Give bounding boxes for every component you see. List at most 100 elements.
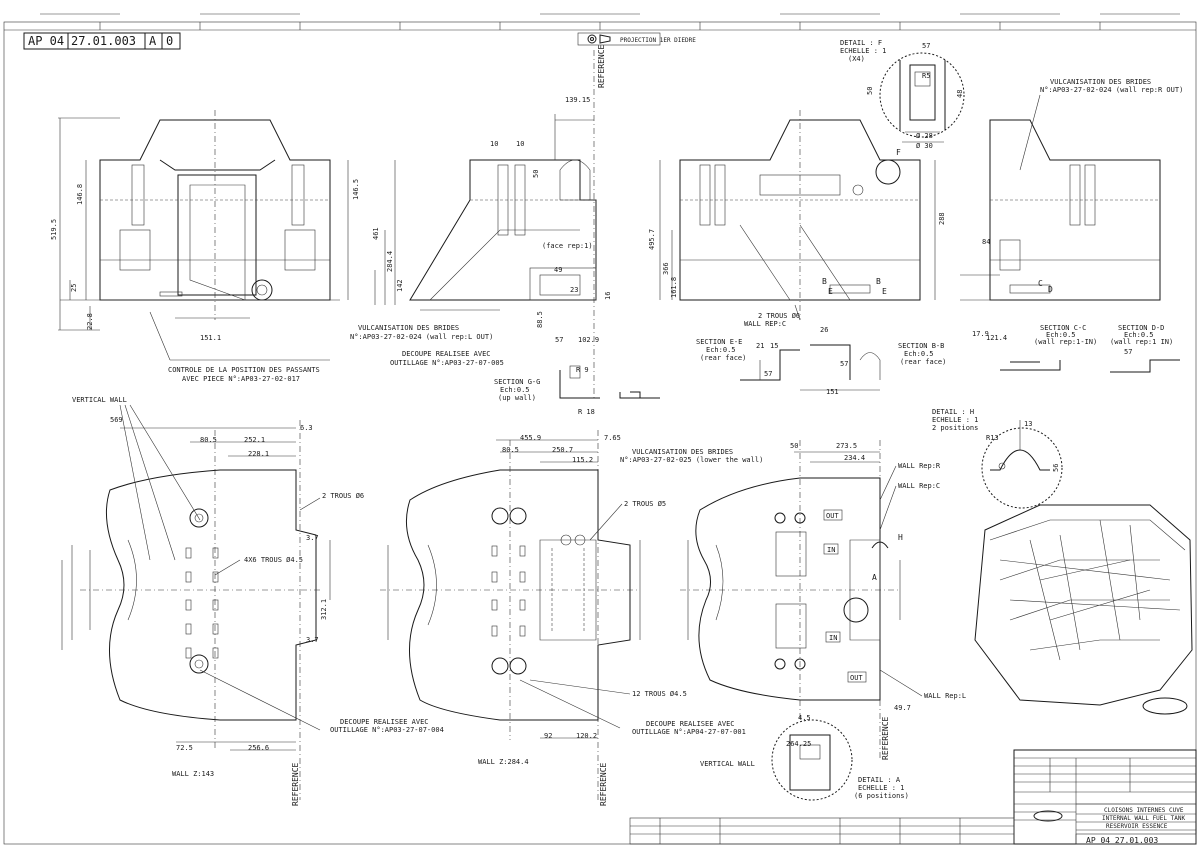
dim-25: 25 bbox=[70, 284, 78, 292]
callout-b-2: B bbox=[876, 277, 881, 286]
section-gg: R 9 R 18 SECTION G-G Ech:0.5 (up wall) bbox=[494, 365, 660, 416]
wall-z284-view: 455.9 80.5 250.7 115.2 7.65 92 120.2 VUL… bbox=[380, 434, 763, 766]
projection-symbol: PROJECTION 1ER DIEDRE bbox=[577, 32, 696, 46]
dim-146-right: 146.5 bbox=[352, 179, 360, 200]
dim-151-left: 151.1 bbox=[200, 334, 221, 342]
dim-57-a: 57 bbox=[555, 336, 563, 344]
detail-h-positions: 2 positions bbox=[932, 424, 978, 432]
section-cc-ech: Ech:0.5 bbox=[1046, 331, 1076, 339]
designation-1: CLOISONS INTERNES CUVE bbox=[1104, 807, 1184, 814]
dim-r5: R5 bbox=[922, 72, 930, 80]
vulc-top-ref: N°:AP03-27-02-024 (wall rep:R OUT) bbox=[1040, 86, 1183, 94]
section-cc-wall: (wall rep:1-IN) bbox=[1034, 338, 1097, 346]
dim-3-b: 3.7 bbox=[306, 636, 319, 644]
callout-e-2: E bbox=[882, 287, 887, 296]
controle-line-2: AVEC PIECE N°:AP03-27-02-017 bbox=[182, 375, 300, 383]
dim-d30: Ø 30 bbox=[916, 142, 933, 150]
detail-h: DETAIL : H ECHELLE : 1 2 positions R13 1… bbox=[932, 408, 1063, 509]
deux-trous-6-top: 2 TROUS Ø6 bbox=[758, 312, 800, 320]
vulc-mid-ref: N°:AP03-27-02-025 (lower the wall) bbox=[620, 456, 763, 464]
dim-161: 161.8 bbox=[670, 277, 678, 298]
callout-d: D bbox=[1048, 285, 1053, 294]
reference-label-bottom-left: REFERENCE bbox=[291, 762, 300, 806]
projection-label: PROJECTION 1ER DIEDRE bbox=[620, 37, 696, 44]
dim-r9: R 9 bbox=[576, 366, 589, 374]
decoupe-left-ref: OUTILLAGE N°:AP03-27-07-004 bbox=[330, 726, 444, 734]
title-block: CLOISONS INTERNES CUVE INTERNAL WALL FUE… bbox=[1013, 749, 1197, 845]
dim-273: 273.5 bbox=[836, 442, 857, 450]
dim-r13: R13 bbox=[986, 434, 999, 442]
side-view-center: 139.15 10 10 50 461 284.4 142 (face rep:… bbox=[350, 96, 612, 367]
dim-22: 22.8 bbox=[86, 313, 94, 330]
dim-234: 234.4 bbox=[844, 454, 865, 462]
detail-a-positions: (6 positions) bbox=[854, 792, 909, 800]
dim-92: 92 bbox=[544, 732, 552, 740]
callout-f: F bbox=[896, 148, 901, 157]
dim-88: 88.5 bbox=[536, 311, 544, 328]
front-view-right: 495.7 366 161.8 288 F B B E E 2 TROUS Ø6… bbox=[648, 110, 946, 334]
vulc-left-ref: N°:AP03-27-02-024 (wall rep:L OUT) bbox=[350, 333, 493, 341]
dim-115: 115.2 bbox=[572, 456, 593, 464]
dim-455: 455.9 bbox=[520, 434, 541, 442]
designation-3: RESERVOIR ESSENCE bbox=[1106, 823, 1168, 830]
sections-cc-dd: SECTION C-C Ech:0.5 (wall rep:1-IN) SECT… bbox=[1000, 324, 1180, 373]
section-gg-up: (up wall) bbox=[498, 394, 536, 402]
reference-axes bbox=[299, 50, 881, 800]
section-bb-face: (rear face) bbox=[900, 358, 946, 366]
detail-f-echelle: ECHELLE : 1 bbox=[840, 47, 886, 55]
revision-top: A bbox=[149, 34, 157, 48]
dim-57-d: 57 bbox=[1124, 348, 1132, 356]
dim-366: 366 bbox=[662, 262, 670, 275]
dim-50: 50 bbox=[532, 170, 540, 178]
douze-trous: 12 TROUS Ø4.5 bbox=[632, 690, 687, 698]
sheet-top: 0 bbox=[166, 34, 173, 48]
dim-23: 23 bbox=[570, 286, 578, 294]
section-bb-title: SECTION B-B bbox=[898, 342, 944, 350]
drawing-code-top: 27.01.003 bbox=[71, 34, 136, 48]
callout-b-1: B bbox=[822, 277, 827, 286]
decoupe-top-title: DECOUPE REALISEE AVEC bbox=[402, 350, 491, 358]
vulc-left-title: VULCANISATION DES BRIDES bbox=[358, 324, 459, 332]
callout-c: C bbox=[1038, 279, 1043, 288]
deux-trous-6-left: 2 TROUS Ø6 bbox=[322, 492, 364, 500]
dim-312: 312.1 bbox=[320, 599, 328, 620]
decoupe-left-title: DECOUPE REALISEE AVEC bbox=[340, 718, 429, 726]
dim-16: 16 bbox=[604, 292, 612, 300]
front-view-left: 519.5 146.8 146.5 151.1 25 22.8 CONTROLE… bbox=[50, 110, 360, 383]
revision-strip bbox=[629, 817, 1015, 845]
detail-h-title: DETAIL : H bbox=[932, 408, 974, 416]
dim-120: 120.2 bbox=[576, 732, 597, 740]
dim-49-b: 49.7 bbox=[894, 704, 911, 712]
wall-z143: WALL Z:143 bbox=[172, 770, 214, 778]
controle-line-1: CONTROLE DE LA POSITION DES PASSANTS bbox=[168, 366, 320, 374]
reference-label-bottom-right: REFERENCE bbox=[881, 716, 890, 760]
wall-rep-c: WALL Rep:C bbox=[898, 482, 940, 490]
dim-56: 56 bbox=[1052, 464, 1060, 472]
drawing-number-top: AP 04 bbox=[28, 34, 64, 48]
dim-228: 228.1 bbox=[248, 450, 269, 458]
section-dd-ech: Ech:0.5 bbox=[1124, 331, 1154, 339]
dim-d28: Ø 28 bbox=[916, 132, 933, 140]
dim-50-f: 50 bbox=[866, 87, 874, 95]
vulc-top-title: VULCANISATION DES BRIDES bbox=[1050, 78, 1151, 86]
drawing-id-box: AP 04 27.01.003 A 0 bbox=[23, 32, 181, 50]
dim-13: 13 bbox=[1024, 420, 1032, 428]
section-gg-title: SECTION G-G bbox=[494, 378, 540, 386]
detail-f-scale: (X4) bbox=[848, 55, 865, 63]
dim-256: 256.6 bbox=[248, 744, 269, 752]
detail-h-echelle: ECHELLE : 1 bbox=[932, 416, 978, 424]
out-label-2: OUT bbox=[850, 674, 863, 682]
dim-102: 102.9 bbox=[578, 336, 599, 344]
dim-146-left: 146.8 bbox=[76, 184, 84, 205]
decoupe-mid-ref: OUTILLAGE N°:AP04-27-07-001 bbox=[632, 728, 746, 736]
reference-label-bottom-mid: REFERENCE bbox=[599, 762, 608, 806]
reference-label-top: REFERENCE bbox=[597, 44, 606, 88]
dim-17: 17.9 bbox=[972, 330, 989, 338]
dim-48-f: 48 bbox=[956, 90, 964, 98]
section-gg-ech: Ech:0.5 bbox=[500, 386, 530, 394]
decoupe-mid-title: DECOUPE REALISEE AVEC bbox=[646, 720, 735, 728]
dim-461: 461 bbox=[372, 227, 380, 240]
detail-a: 4.5 264.25 DETAIL : A ECHELLE : 1 (6 pos… bbox=[771, 714, 909, 801]
dim-15: 15 bbox=[770, 342, 778, 350]
quatre-x6-trous: 4X6 TROUS Ø4.5 bbox=[244, 556, 303, 564]
